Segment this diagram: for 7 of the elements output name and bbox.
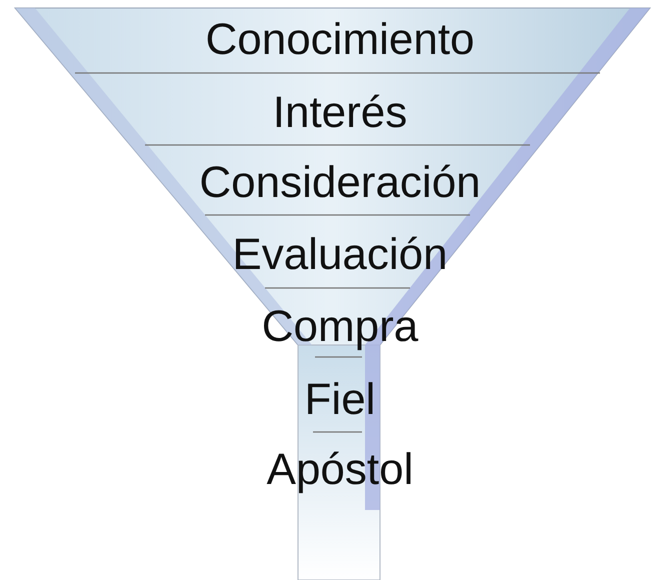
funnel-stage-label: Conocimiento bbox=[205, 15, 475, 65]
funnel-stage-label: Consideración bbox=[199, 158, 481, 208]
funnel-stage-label: Apóstol bbox=[266, 445, 414, 495]
funnel-stage-label: Compra bbox=[262, 302, 418, 352]
funnel-stage-label: Interés bbox=[272, 88, 408, 138]
funnel-stage-label: Evaluación bbox=[232, 230, 448, 280]
funnel-stage-label: Fiel bbox=[304, 375, 376, 425]
